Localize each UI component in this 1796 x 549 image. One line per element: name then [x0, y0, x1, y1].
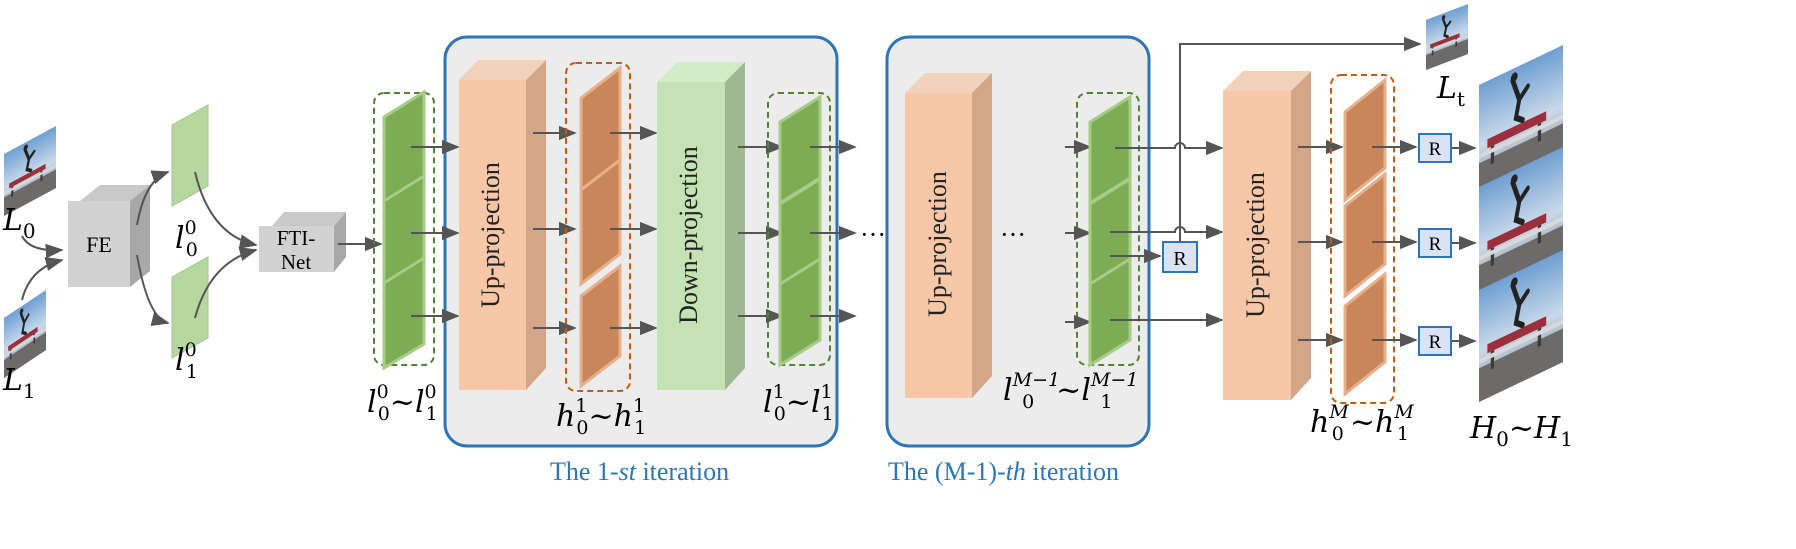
r-box-bot-label: R [1429, 332, 1442, 353]
arrow-l1-fe [21, 256, 64, 301]
ellipsis-within-iteration: ··· [1000, 220, 1026, 249]
group0-arrows [411, 139, 460, 324]
up-projection-label-1: Up-projection [476, 162, 505, 308]
fti-label-line2: Net [281, 250, 311, 274]
up-projection-block-1 [459, 60, 546, 390]
group1l-dash-box [767, 92, 831, 366]
input-label-l0: L0 [2, 203, 36, 243]
upM-arrows [1298, 139, 1344, 348]
r-box-middle [1162, 241, 1198, 273]
down-arrows [738, 139, 784, 324]
r-box-arrows [1452, 140, 1477, 349]
arrow-feat1-fti [194, 247, 258, 319]
fe-block [68, 185, 150, 287]
caption-first-iteration: The 1-st iteration [550, 457, 729, 486]
groupM-planes [1343, 76, 1387, 398]
arrow-fe-feat1 [136, 254, 170, 327]
output-label: H0~H1 [1469, 411, 1573, 451]
arrow-l0-fe [21, 235, 64, 259]
feature-plane-l00 [171, 104, 209, 207]
up1-arrows [533, 125, 577, 336]
arrow-feat0-fti [194, 171, 258, 249]
group0-dash-box [373, 92, 435, 366]
groupM-arrows [1372, 139, 1418, 348]
fti-label-line1: FTI- [277, 226, 316, 250]
up-projection-block-m1 [905, 73, 992, 398]
r-box-mid [1418, 228, 1452, 258]
r-box-middle-label: R [1173, 248, 1187, 270]
lt-label: Lt [1436, 71, 1465, 111]
input-label-l1: L1 [2, 363, 36, 403]
groupM-dash-box [1330, 74, 1395, 404]
r-box-mid-label: R [1429, 234, 1442, 255]
ellipsis-between-iterations: ··· [860, 220, 886, 249]
fti-net-block [259, 212, 346, 272]
caption-m1-iteration: The (M-1)-th iteration [888, 457, 1119, 486]
up-projection-label-final: Up-projection [1241, 172, 1270, 318]
r-box-top [1418, 133, 1452, 163]
up-projection-label-m1: Up-projection [923, 171, 952, 317]
down-projection-label: Down-projection [674, 146, 703, 324]
up-projection-block-final [1223, 71, 1311, 400]
groupm1-dash-box [1076, 92, 1140, 366]
groupm1-in-arrows [1065, 139, 1092, 330]
group1l-arrows [810, 139, 857, 324]
groupm1-out-arrows [1110, 36, 1422, 328]
arrow-fe-feat0 [136, 170, 170, 226]
r-box-top-label: R [1429, 139, 1442, 160]
group1h-planes [579, 64, 622, 390]
feature-plane-l10 [171, 256, 209, 359]
fe-label: FE [86, 232, 112, 257]
group1h-arrows [610, 125, 658, 336]
group0-planes [382, 89, 426, 371]
group1l-planes [778, 94, 822, 368]
lt-image [1424, 2, 1470, 72]
down-projection-block [657, 62, 745, 390]
r-box-bot [1418, 326, 1452, 356]
group1h-dash-box [565, 62, 631, 392]
